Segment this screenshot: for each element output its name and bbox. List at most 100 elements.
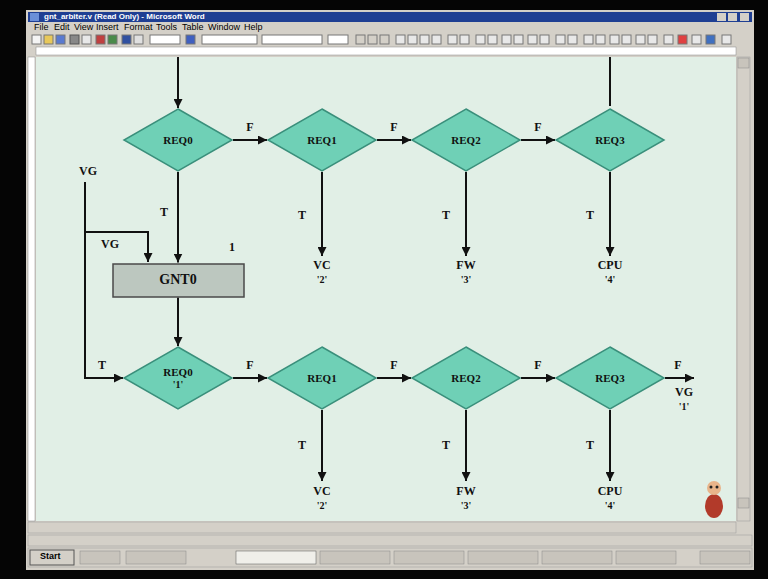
assistant-body	[705, 494, 723, 518]
flow-connector	[177, 298, 179, 347]
node-label: REQ2	[451, 372, 480, 384]
style-box	[202, 35, 257, 44]
grant-value: '4'	[605, 274, 616, 285]
toolbar-icon	[186, 35, 195, 44]
toolbar-icon	[502, 35, 511, 44]
font-box	[262, 35, 322, 44]
toolbar-icon	[636, 35, 645, 44]
taskbar	[28, 548, 752, 567]
node-value: '1'	[173, 379, 184, 390]
start-label: Start	[40, 552, 61, 562]
quick-launch	[80, 551, 120, 564]
branch-label: F	[246, 359, 253, 372]
scroll-button	[738, 498, 749, 508]
menu-item: View	[74, 23, 93, 33]
menu-item: Insert	[96, 23, 119, 33]
toolbar-icon	[610, 35, 619, 44]
signal-label: VG	[79, 165, 97, 178]
menu-item: Tools	[156, 23, 177, 33]
flow-connector	[233, 139, 267, 141]
diamond-shape	[268, 347, 376, 409]
diamond-shape	[412, 347, 520, 409]
diamond-shape	[124, 109, 232, 171]
toolbar-icon	[44, 35, 53, 44]
toolbar-icon	[432, 35, 441, 44]
toolbar-icon	[96, 35, 105, 44]
true-arrow	[465, 172, 467, 256]
toolbar-icon	[82, 35, 91, 44]
task-button	[468, 551, 538, 564]
grant-target: CPU	[598, 485, 623, 498]
toolbar-icon	[678, 35, 687, 44]
grant-target: CPU	[598, 259, 623, 272]
diamond-shape	[268, 109, 376, 171]
node-label: GNT0	[159, 272, 196, 287]
toolbar-icon	[568, 35, 577, 44]
process-box: GNT0	[112, 263, 245, 298]
true-arrow	[321, 410, 323, 481]
start-button	[30, 550, 74, 565]
decision-diamond: REQ2	[411, 108, 521, 172]
toolbar-icon	[356, 35, 365, 44]
diamond-shape	[124, 347, 232, 409]
app-icon	[30, 13, 39, 21]
menu-item: Help	[244, 23, 263, 33]
toolbar-icon	[448, 35, 457, 44]
toolbar-icon	[70, 35, 79, 44]
grant-target: VC	[313, 259, 330, 272]
decision-diamond: REQ1	[267, 346, 377, 410]
system-tray	[700, 551, 750, 564]
toolbar-icon	[528, 35, 537, 44]
true-arrow	[321, 172, 323, 256]
grant-target: FW	[456, 485, 475, 498]
toolbar-icon	[648, 35, 657, 44]
toolbar-icon	[596, 35, 605, 44]
diamond-shape	[556, 347, 664, 409]
size-box	[328, 35, 348, 44]
branch-label: F	[534, 359, 541, 372]
branch-label: T	[298, 209, 306, 222]
true-arrow	[465, 410, 467, 481]
toolbar-icon	[56, 35, 65, 44]
title-bar	[28, 12, 752, 22]
window-button	[717, 13, 726, 21]
value-label: 1	[229, 241, 235, 254]
toolbar-icon	[664, 35, 673, 44]
toolbar-icon	[622, 35, 631, 44]
branch-label: T	[298, 439, 306, 452]
toolbar-icon	[380, 35, 389, 44]
task-button	[236, 551, 316, 564]
branch-label: T	[586, 209, 594, 222]
scroll-button	[738, 58, 749, 68]
menu-item: Format	[124, 23, 153, 33]
branch-label: T	[586, 439, 594, 452]
decision-diamond: REQ3	[555, 108, 665, 172]
vg-branch-arrow	[85, 232, 148, 262]
diamond-shape	[556, 109, 664, 171]
window-frame	[26, 10, 754, 570]
false-arrow	[665, 377, 694, 379]
entry-arrow	[177, 57, 179, 108]
toolbar-icon	[540, 35, 549, 44]
diamond-shape	[412, 109, 520, 171]
flow-connector	[177, 172, 179, 263]
grant-target: FW	[456, 259, 475, 272]
assistant-eye	[716, 486, 719, 489]
toolbar-icon	[584, 35, 593, 44]
signal-label: VG	[101, 238, 119, 251]
flow-connector	[521, 139, 555, 141]
branch-label: T	[442, 439, 450, 452]
toolbar-icon	[420, 35, 429, 44]
flow-connector	[521, 377, 555, 379]
grant-value: '3'	[461, 274, 472, 285]
document-page	[36, 57, 736, 521]
office-assistant	[705, 481, 723, 518]
horizontal-scrollbar	[28, 522, 736, 533]
toolbar-icon	[722, 35, 731, 44]
toolbar-icon	[460, 35, 469, 44]
decision-diamond: REQ0'1'	[123, 346, 233, 410]
toolbar-icon	[396, 35, 405, 44]
node-label: REQ0	[163, 366, 192, 378]
branch-label: F	[674, 359, 681, 372]
menu-item: File	[34, 23, 49, 33]
